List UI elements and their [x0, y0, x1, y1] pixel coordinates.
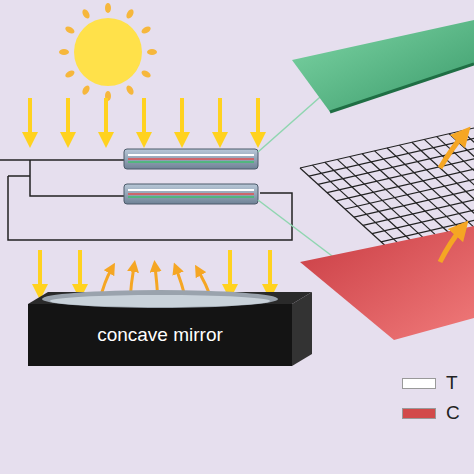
legend-swatch	[402, 378, 436, 389]
node-label: concave mirror	[97, 324, 223, 346]
sunlight-arrows	[30, 98, 258, 140]
legend-swatch	[402, 408, 436, 419]
red-layer	[300, 226, 474, 340]
heat-arrows	[440, 134, 464, 262]
concave-mirror	[28, 290, 312, 366]
green-layer-edge	[330, 64, 474, 112]
bottom-plate	[124, 184, 258, 204]
legend-entry: T	[402, 372, 458, 394]
green-layer	[292, 20, 474, 112]
legend-entry: C	[402, 402, 460, 424]
mirror-label-box: concave mirror	[28, 306, 292, 364]
legend-label: T	[446, 372, 458, 394]
legend-label: C	[446, 402, 460, 424]
top-plate	[124, 149, 258, 169]
circuit-wire	[0, 160, 292, 240]
sun	[59, 3, 157, 101]
